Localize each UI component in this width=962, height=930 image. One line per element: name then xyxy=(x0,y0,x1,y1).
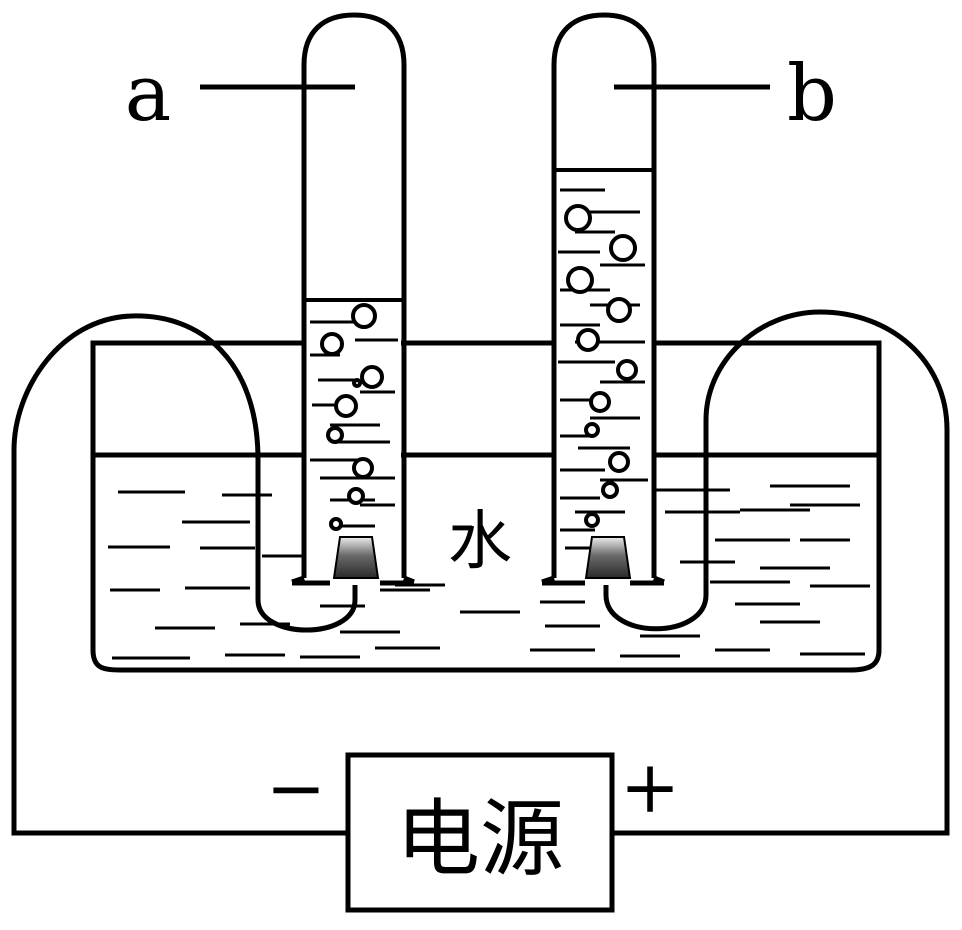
negative-terminal-sign: − xyxy=(266,746,326,830)
water-dashes xyxy=(108,484,870,660)
power-source-label: 电源 xyxy=(396,790,564,888)
water-trough xyxy=(90,340,882,673)
label-b: b xyxy=(787,49,837,139)
test-tube-b xyxy=(541,12,665,586)
circuit-wire-left xyxy=(11,313,358,836)
water-label: 水 xyxy=(448,505,512,579)
label-a: a xyxy=(125,49,172,139)
electrode-a xyxy=(332,536,380,579)
test-tube-a xyxy=(291,12,415,586)
electrode-b xyxy=(584,536,632,579)
positive-terminal-sign: + xyxy=(620,745,680,829)
circuit-wire-right xyxy=(603,309,950,836)
power-source-box xyxy=(345,752,615,913)
